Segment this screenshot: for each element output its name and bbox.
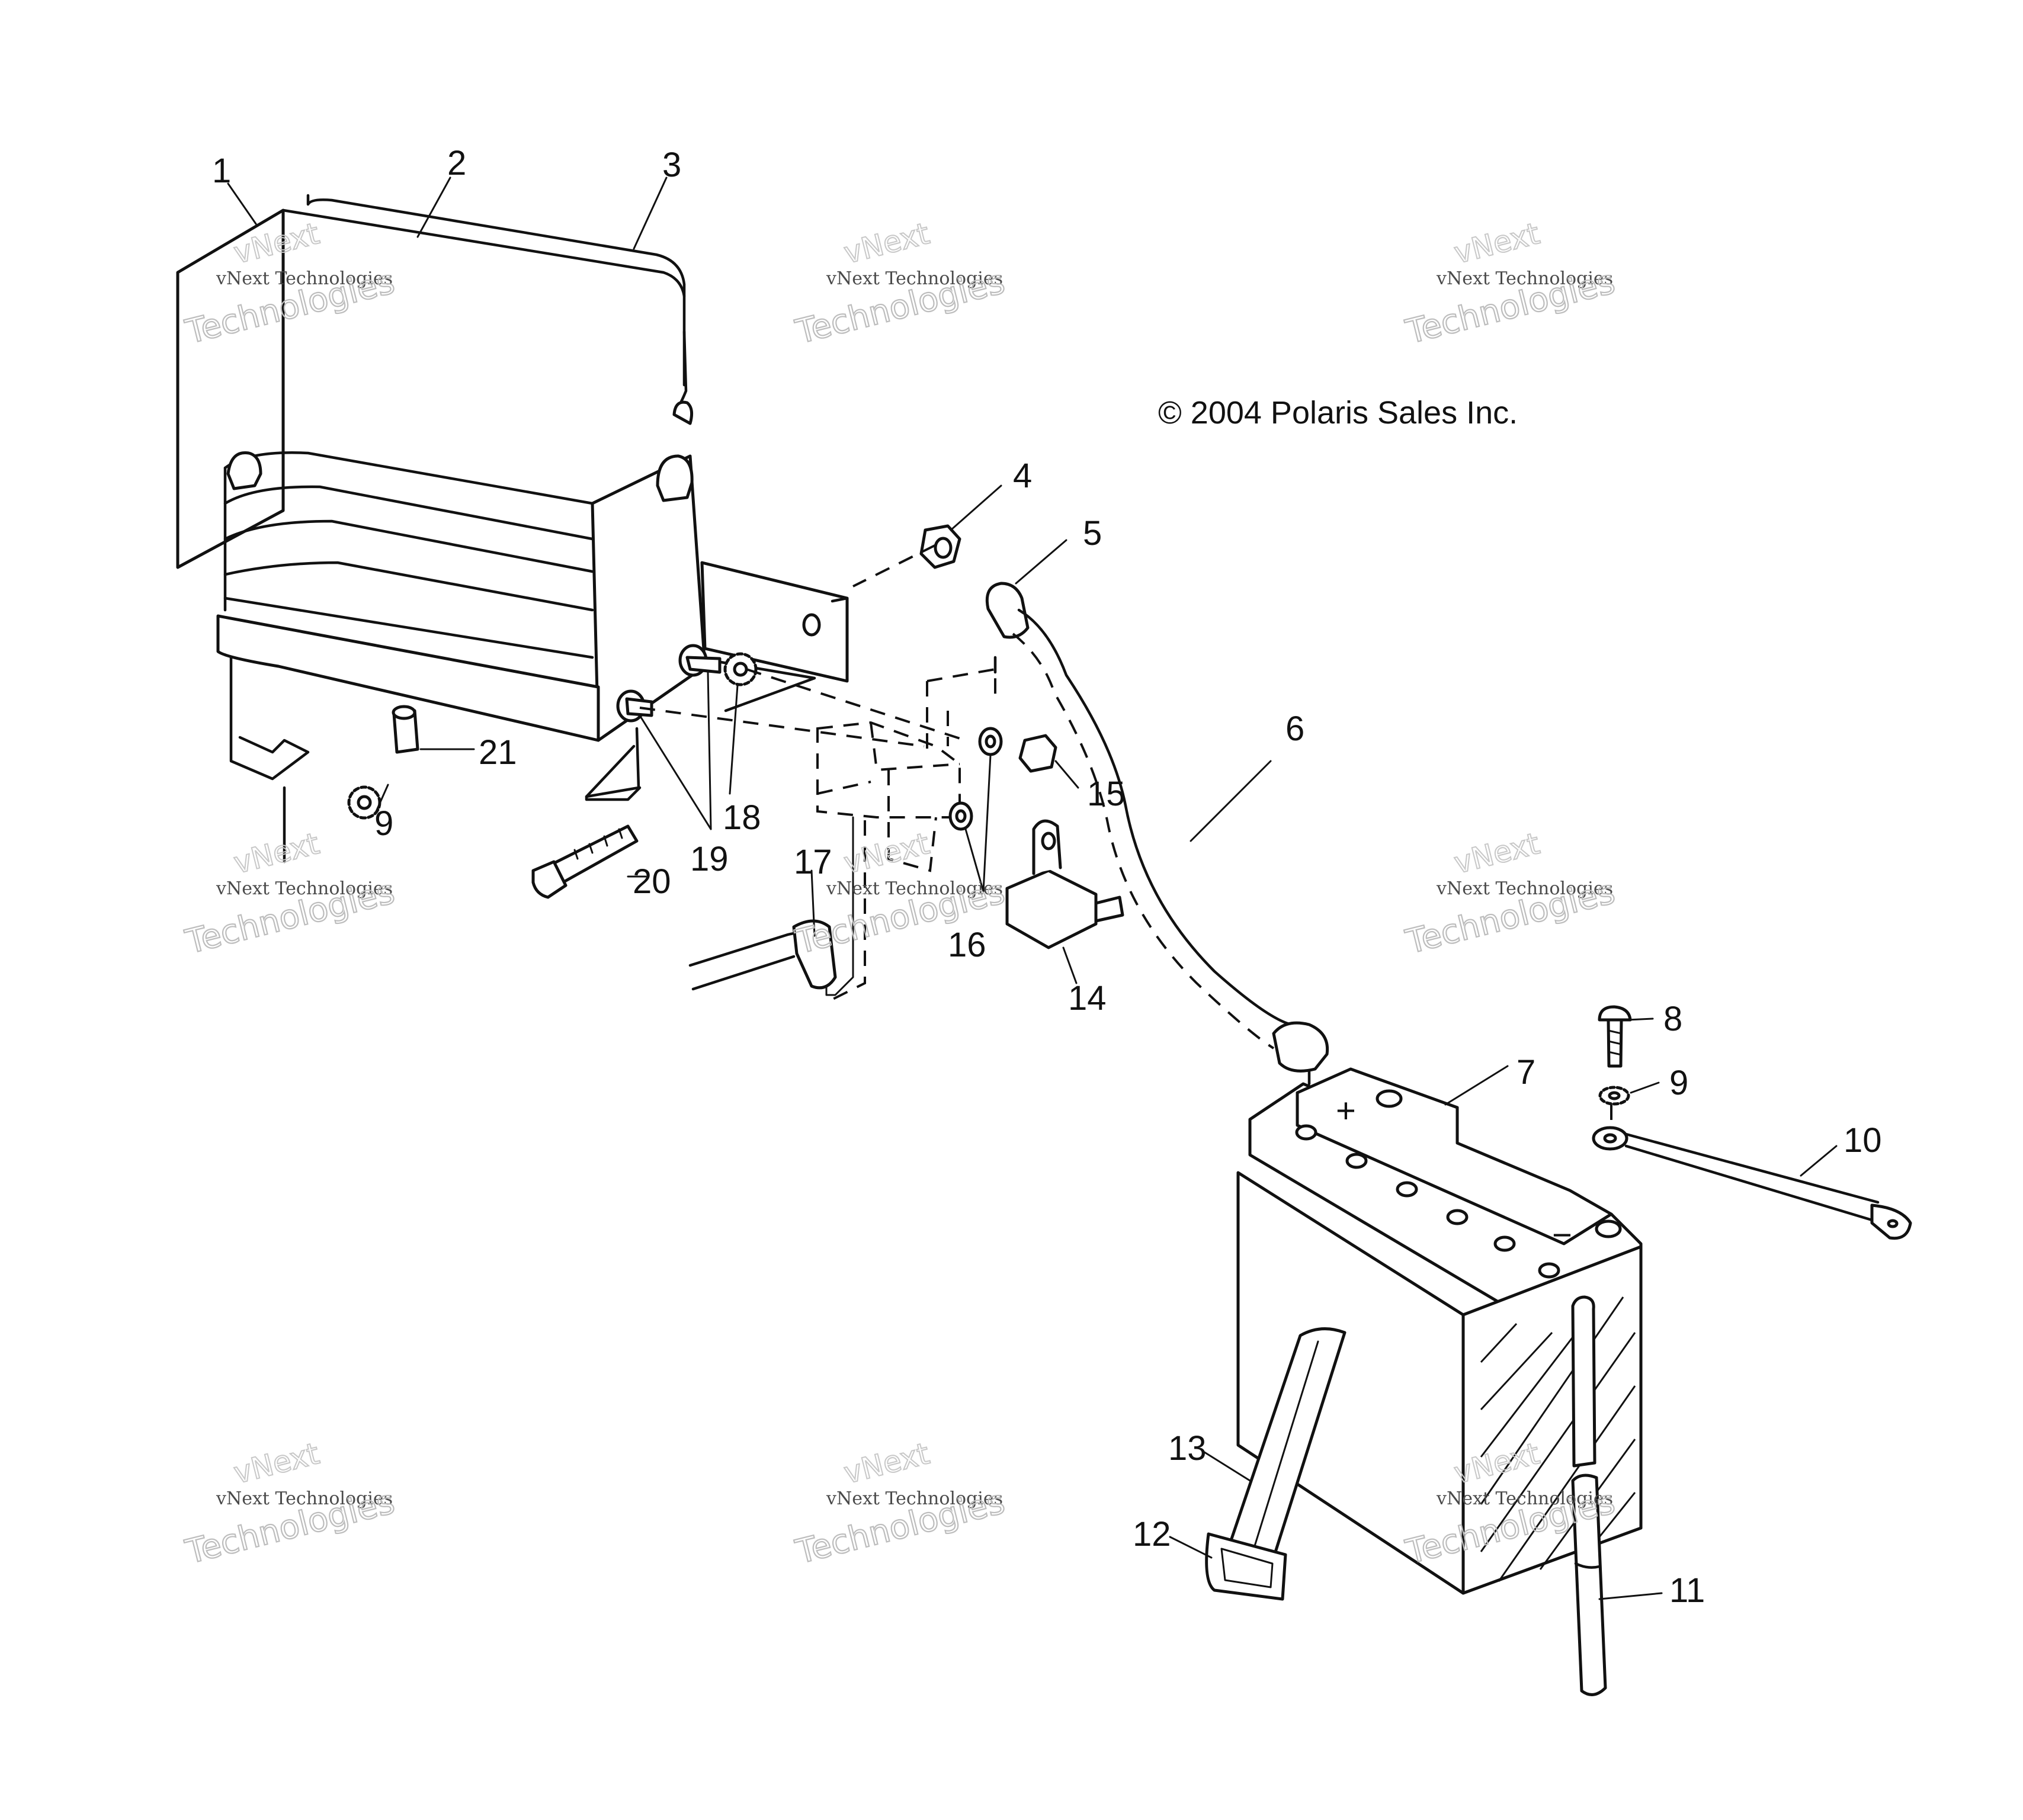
callout-7: 7 — [1517, 1053, 1535, 1092]
callout-5: 5 — [1083, 514, 1102, 553]
star-washer-9-right — [1598, 1086, 1630, 1106]
watermark-r2c1: vNext vNext Technologies Technologies — [181, 826, 399, 962]
svg-text:vNext Technologies: vNext Technologies — [1436, 268, 1613, 289]
callout-11: 11 — [1669, 1571, 1705, 1610]
callout-4: 4 — [1013, 457, 1032, 495]
svg-text:vNext: vNext — [841, 1436, 933, 1491]
battery-cable-5-6 — [985, 582, 1329, 1086]
nut-4 — [919, 524, 961, 569]
bolt-8 — [1598, 1005, 1632, 1068]
leader-lines — [227, 176, 1838, 1600]
callout-20: 20 — [633, 862, 671, 901]
cover-top-edge — [306, 194, 686, 387]
callout-13: 13 — [1168, 1429, 1207, 1468]
callout-2: 2 — [447, 144, 466, 182]
positive-symbol: + — [1336, 1092, 1356, 1130]
callout-12: 12 — [1133, 1515, 1171, 1553]
battery-hatch — [1480, 1296, 1636, 1582]
svg-text:vNext: vNext — [1451, 216, 1543, 271]
back-panel — [176, 208, 285, 569]
negative-symbol: − — [1552, 1216, 1572, 1254]
cover-front-edge — [281, 208, 686, 298]
callout-16: 16 — [948, 926, 986, 964]
callout-15: 15 — [1087, 775, 1126, 813]
callout-3: 3 — [662, 146, 681, 184]
mounting-arm — [700, 561, 849, 683]
callout-17: 17 — [794, 843, 832, 881]
svg-text:vNext Technologies: vNext Technologies — [1436, 878, 1613, 899]
callout-10: 10 — [1844, 1121, 1882, 1160]
svg-text:vNext Technologies: vNext Technologies — [826, 1488, 1003, 1509]
solenoid-body-outline — [816, 667, 996, 818]
svg-text:vNext Technologies: vNext Technologies — [826, 878, 1003, 899]
tray-ear-left — [226, 451, 262, 490]
watermark-r2c3: vNext vNext Technologies Technologies — [1402, 826, 1620, 962]
nut-15 — [1018, 734, 1057, 773]
callout-6: 6 — [1285, 710, 1304, 748]
callout-8: 8 — [1663, 1000, 1682, 1038]
copyright-notice: © 2004 Polaris Sales Inc. — [1158, 395, 1518, 431]
watermark-r1c2: vNext vNext Technologies Technologies — [791, 216, 1009, 352]
cable-bottom-boot — [1272, 1021, 1329, 1073]
svg-text:vNext Technologies: vNext Technologies — [216, 268, 393, 289]
negative-terminal — [1595, 1219, 1622, 1238]
vent-hose-11 — [1571, 1474, 1607, 1696]
star-washer-18 — [723, 652, 758, 686]
bolt-20 — [531, 824, 639, 899]
watermark-r3c2: vNext vNext Technologies Technologies — [791, 1436, 1009, 1572]
solenoid-assembly — [816, 656, 997, 1002]
relay-14 — [1005, 819, 1124, 949]
svg-text:vNext Technologies: vNext Technologies — [826, 268, 1003, 289]
svg-text:vNext: vNext — [841, 216, 933, 271]
callout-9-right: 9 — [1669, 1064, 1688, 1102]
callout-21: 21 — [479, 733, 517, 772]
bolt-21 — [392, 705, 419, 754]
svg-text:vNext: vNext — [1451, 826, 1543, 881]
lower-bracket — [229, 656, 310, 781]
battery-box-housing — [176, 194, 849, 864]
hold-down-strap-12-13 — [1205, 1327, 1346, 1601]
ground-cable-10 — [1592, 1126, 1912, 1240]
positive-terminal — [1376, 1089, 1403, 1108]
callout-9-left: 9 — [374, 804, 393, 843]
right-foot — [585, 727, 640, 798]
callout-numbers: 1 2 3 4 5 6 7 8 9 10 11 12 13 14 15 16 1… — [212, 144, 1882, 1610]
callout-14: 14 — [1068, 979, 1107, 1017]
svg-text:vNext: vNext — [230, 826, 323, 881]
tray-front-lip — [216, 614, 600, 742]
svg-text:vNext Technologies: vNext Technologies — [1436, 1488, 1613, 1509]
watermark-r3c1: vNext vNext Technologies Technologies — [181, 1436, 399, 1572]
callout-19: 19 — [690, 840, 729, 878]
svg-text:vNext Technologies: vNext Technologies — [216, 878, 393, 899]
svg-text:vNext: vNext — [230, 1436, 323, 1491]
washers-16 — [948, 727, 1003, 831]
tray-ear-right — [656, 454, 694, 502]
callout-1: 1 — [212, 152, 231, 190]
svg-text:vNext Technologies: vNext Technologies — [216, 1488, 393, 1509]
studs-19 — [625, 656, 722, 717]
svg-text:vNext: vNext — [841, 826, 933, 881]
cable-17 — [688, 919, 837, 991]
callout-18: 18 — [723, 798, 761, 837]
watermark-r1c3: vNext vNext Technologies Technologies — [1402, 216, 1620, 352]
